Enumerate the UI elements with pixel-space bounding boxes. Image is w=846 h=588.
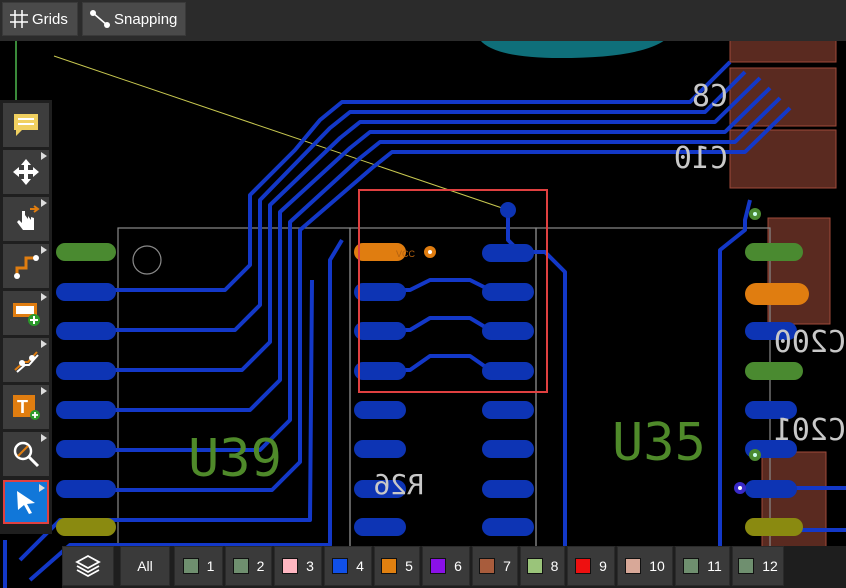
select-tool[interactable] <box>3 480 49 524</box>
traces <box>3 60 846 588</box>
snapping-button[interactable]: Snapping <box>82 2 186 36</box>
layer-button-7[interactable]: 7 <box>472 546 518 586</box>
cursor-icon <box>17 491 35 514</box>
ratsnest-line <box>53 55 509 211</box>
layer-label: 1 <box>206 558 215 574</box>
hand-pointer-icon <box>17 205 40 230</box>
pads <box>56 202 797 536</box>
layer-button-4[interactable]: 4 <box>324 546 372 586</box>
snapping-icon <box>90 10 110 28</box>
selection-box <box>358 189 548 393</box>
layer-color-swatch <box>526 558 543 574</box>
grid-icon <box>10 10 28 28</box>
pin1-marker <box>132 245 162 275</box>
snapping-label: Snapping <box>114 10 178 28</box>
layer-color-swatch <box>738 558 755 574</box>
u39-label: U39 <box>188 429 282 489</box>
left-toolbar: T <box>0 100 52 534</box>
move-tool[interactable] <box>3 150 49 194</box>
layer-label: 2 <box>256 558 265 574</box>
diff-pair-icon <box>14 351 39 373</box>
layer-button-6[interactable]: 6 <box>422 546 470 586</box>
layer-color-swatch <box>182 558 199 574</box>
c8-label: C8 <box>692 79 728 114</box>
layer-label: 11 <box>707 558 722 574</box>
grids-label: Grids <box>32 10 68 28</box>
drag-tool[interactable] <box>3 197 49 241</box>
layer-button-9[interactable]: 9 <box>567 546 615 586</box>
layer-label: 9 <box>599 558 607 574</box>
layer-label: 10 <box>649 558 665 574</box>
layer-color-swatch <box>381 558 398 574</box>
diff-pair-tool[interactable] <box>3 338 49 382</box>
svg-text:T: T <box>17 397 28 417</box>
layers-stack-button[interactable] <box>62 546 114 586</box>
layer-label: 6 <box>454 558 462 574</box>
comment-tool[interactable] <box>3 103 49 147</box>
move-icon <box>13 159 39 185</box>
layer-label: 7 <box>503 558 511 574</box>
u35-label: U35 <box>612 413 706 473</box>
top-bar: Grids Snapping <box>0 0 846 41</box>
layer-label: 4 <box>356 558 364 574</box>
layer-label: 12 <box>762 558 778 574</box>
layer-color-swatch <box>479 558 496 574</box>
layer-label: 8 <box>550 558 559 574</box>
vcc-label: VCC <box>396 249 416 259</box>
layer-color-swatch <box>232 558 249 574</box>
grids-button[interactable]: Grids <box>2 2 78 36</box>
layers-icon <box>75 554 101 578</box>
zoom-tool[interactable] <box>3 432 49 476</box>
layer-color-swatch <box>683 558 700 574</box>
layer-button-10[interactable]: 10 <box>617 546 673 586</box>
add-component-icon <box>13 303 40 326</box>
zoom-icon <box>13 441 40 468</box>
layer-button-1[interactable]: 1 <box>174 546 223 586</box>
layer-all-button[interactable]: All <box>120 546 170 586</box>
add-text-icon: T <box>13 395 40 420</box>
layer-button-2[interactable]: 2 <box>225 546 272 586</box>
teal-component <box>480 40 665 58</box>
layer-color-swatch <box>575 558 592 574</box>
layer-label: 5 <box>405 558 413 574</box>
layer-color-swatch <box>430 558 447 574</box>
layer-button-11[interactable]: 11 <box>675 546 730 586</box>
layer-all-label: All <box>137 558 153 574</box>
layer-button-12[interactable]: 12 <box>732 546 784 586</box>
layer-button-5[interactable]: 5 <box>374 546 420 586</box>
layer-color-swatch <box>625 558 642 574</box>
r26-label: R26 <box>373 468 424 501</box>
layer-button-3[interactable]: 3 <box>274 546 322 586</box>
text-tool[interactable]: T <box>3 385 49 429</box>
c10-label: C10 <box>674 141 728 176</box>
route-icon <box>14 255 39 279</box>
c201-label: C201 <box>774 413 846 448</box>
route-tool[interactable] <box>3 244 49 288</box>
place-component-tool[interactable] <box>3 291 49 335</box>
layer-color-swatch <box>332 558 349 574</box>
capacitor-pads <box>729 39 837 559</box>
c200-label: C200 <box>774 325 846 360</box>
comment-icon <box>14 114 38 136</box>
layer-label: 3 <box>306 558 314 574</box>
layer-button-8[interactable]: 8 <box>520 546 565 586</box>
layer-color-swatch <box>282 558 299 574</box>
